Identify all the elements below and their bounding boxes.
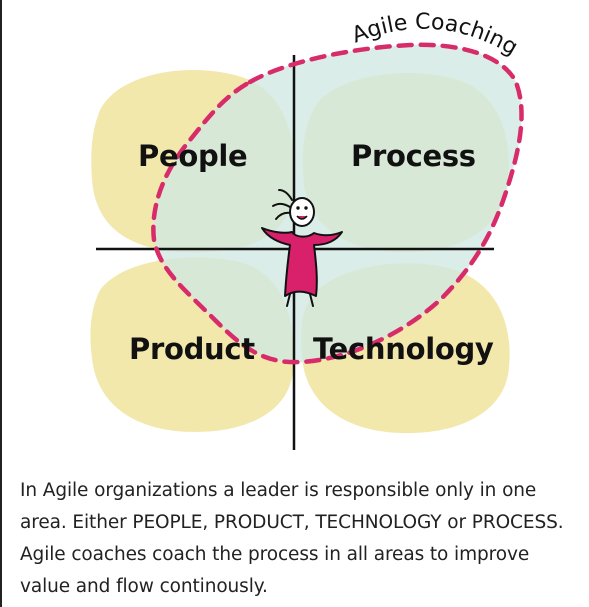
agile-coaching-outline bbox=[151, 42, 524, 365]
caption-text: In Agile organizations a leader is respo… bbox=[20, 480, 564, 597]
agile-coaching-area bbox=[153, 44, 522, 363]
agile-coaching-diagram: Agile Coaching People Process Product Te… bbox=[90, 10, 524, 450]
coach-figure-icon bbox=[261, 189, 343, 307]
diagram-canvas: Agile Coaching bbox=[90, 10, 524, 450]
product-label: Product bbox=[129, 332, 255, 366]
people-label: People bbox=[138, 139, 248, 173]
technology-label: Technology bbox=[313, 332, 494, 366]
process-label: Process bbox=[351, 139, 476, 173]
left-border-line bbox=[0, 0, 2, 607]
